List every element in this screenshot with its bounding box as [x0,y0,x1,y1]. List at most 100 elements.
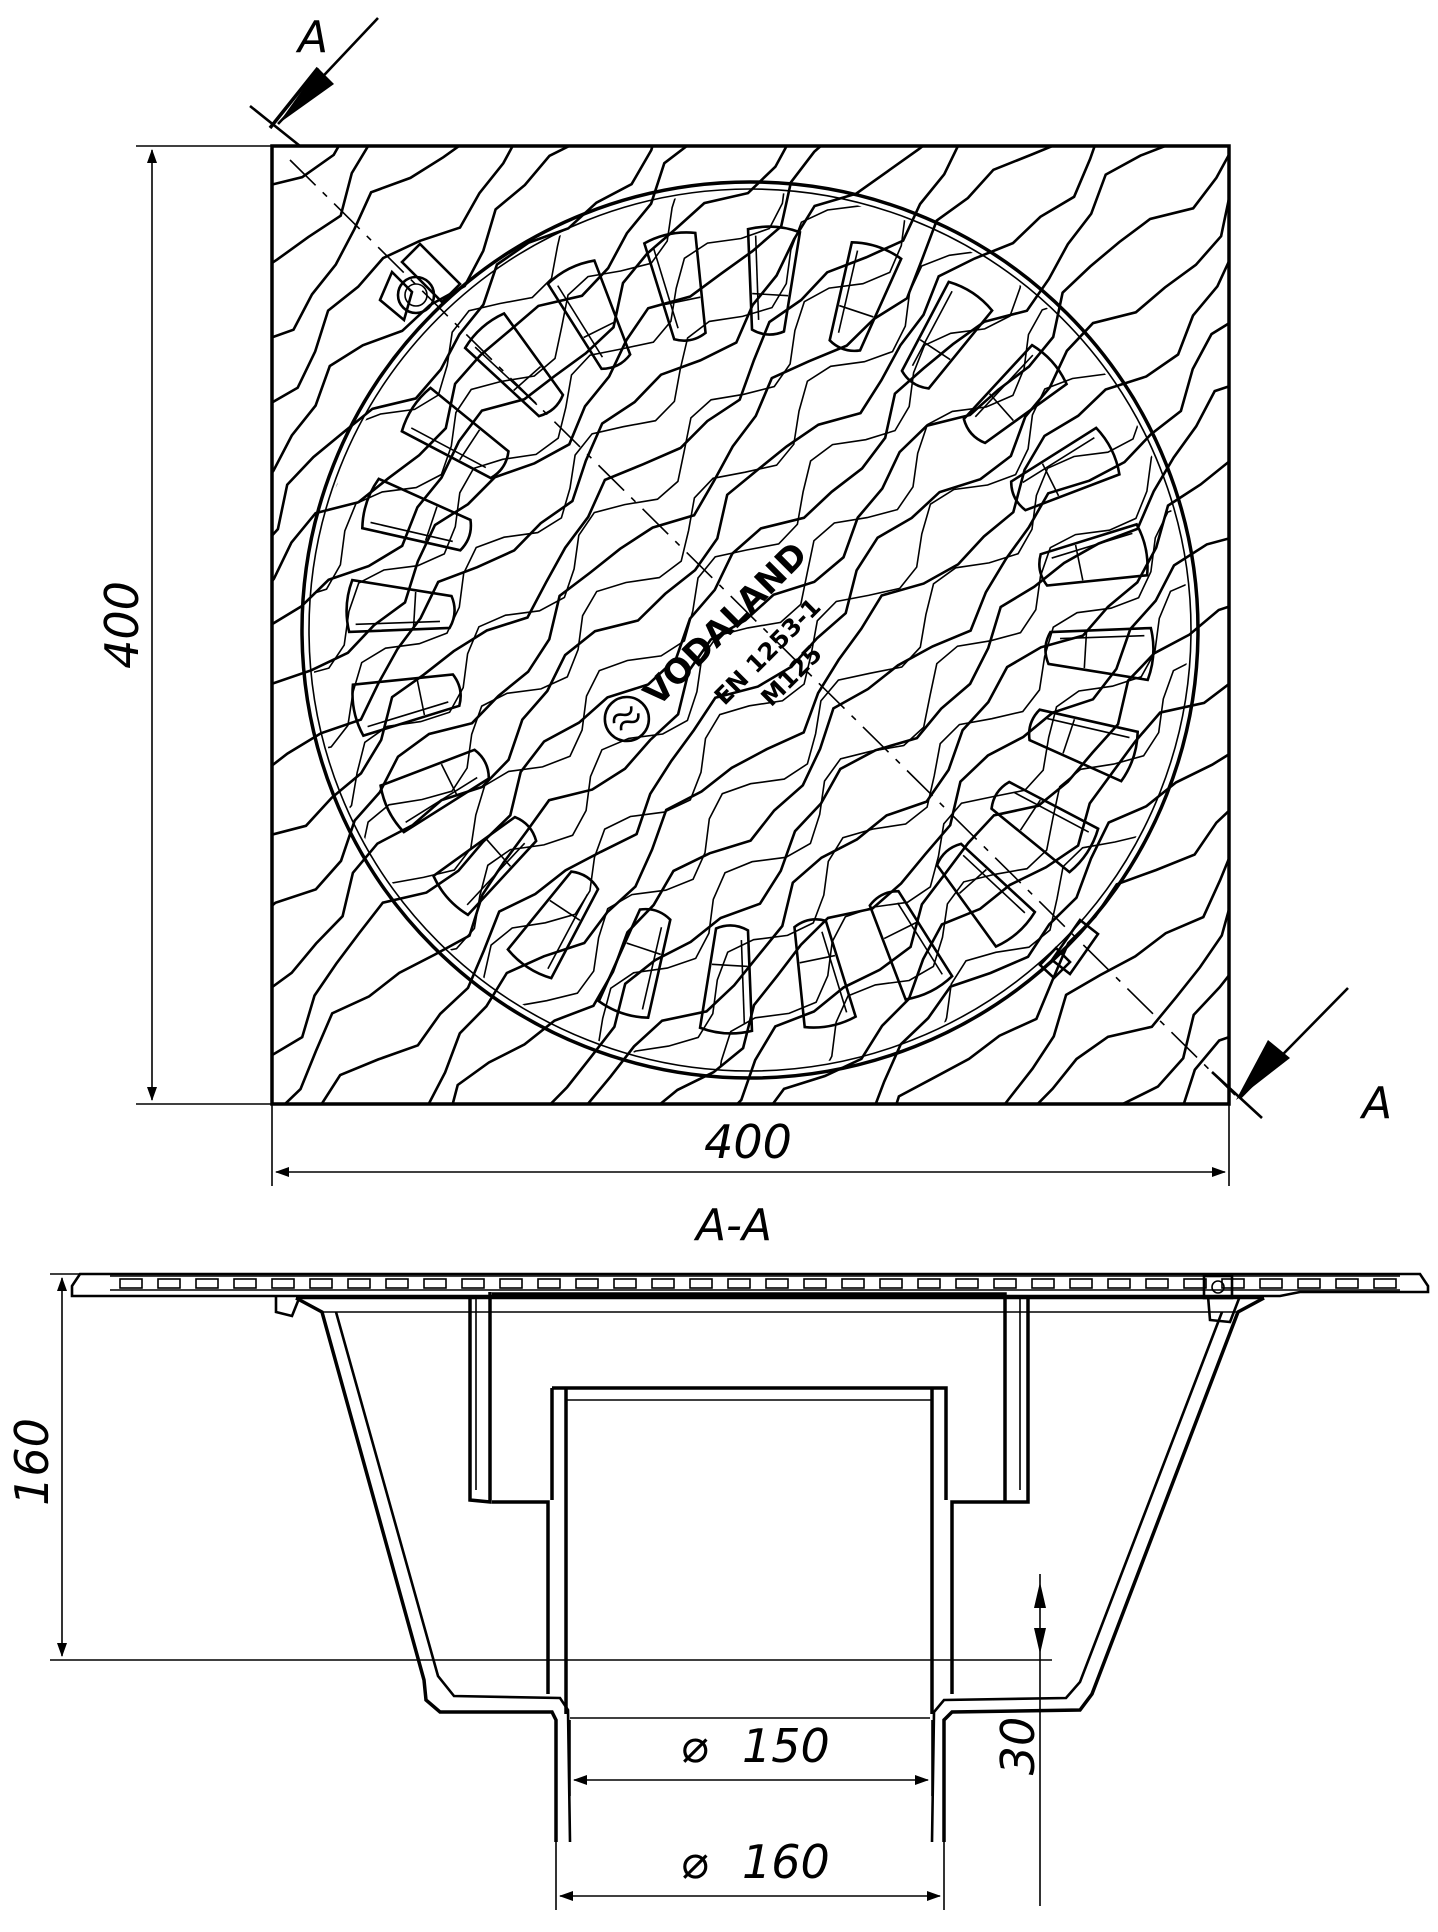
grate-slot [360,477,473,552]
hatch-line [272,146,462,339]
hatch-line [895,808,1229,1104]
plate-bar [423,1278,447,1289]
inner-hatch-line [493,376,1149,1026]
grate-slot [935,842,1037,949]
grate-slot [746,225,802,336]
plate-bar [1297,1278,1321,1289]
inner-diameter-dimension: ⌀ 150 [569,1719,933,1796]
hatch-line [586,459,1229,1104]
inner-hatch-line [370,254,1026,903]
section-grate-plate [70,1272,1430,1324]
hatch-line [1182,1035,1229,1104]
hatch-line [1120,973,1229,1104]
grate-slot [379,748,491,834]
plate-bar [157,1278,181,1289]
grate-slot [546,259,632,371]
hatch-line [771,682,1229,1104]
plate-bar [537,1278,561,1289]
hatch-line [0,0,661,535]
plan-height-label: 400 [95,581,149,669]
plate-bar [1031,1278,1055,1289]
grate-slot [431,815,538,917]
grate-slot [506,870,600,980]
hatch-line [272,146,823,686]
plate-bar [271,1278,295,1289]
hatch-line [0,0,612,486]
section-mark-top: A [295,12,328,63]
section-view: A-A 160 [5,1200,1430,1910]
inner-hatch-line [616,499,1188,1068]
plate-bar [841,1278,865,1289]
lock-lug-bottom-right [1038,918,1100,980]
height-dimension: 400 [95,145,272,1105]
plate-bar [385,1278,409,1289]
plate-bar [119,1278,143,1289]
hatch-line [1003,854,1229,1104]
grate-slot [400,386,510,480]
plate-bar [575,1278,599,1289]
grate-slot [828,240,903,353]
section-arrow-top: A [249,12,379,148]
inner-diameter-symbol: ⌀ [680,1719,708,1773]
hatch-line [658,537,1229,1104]
plate-bar [1107,1278,1131,1289]
inner-hatch-line [312,192,885,763]
plate-bar [613,1278,637,1289]
section-line [289,159,1236,1096]
plate-bar [765,1278,789,1289]
hatch-line [873,743,1438,1823]
hatch-line [451,321,1229,1104]
hatch-line [272,146,1097,989]
plate-bar [803,1278,827,1289]
grate-slot [990,780,1100,874]
hatch-line [755,654,1438,1705]
plate-bar [917,1278,941,1289]
hatch-line [427,258,1229,1104]
section-mark-bottom: A [1359,1078,1392,1129]
hatch-line [735,605,1229,1104]
hatch-line [1035,904,1229,1104]
section-height-label: 160 [5,1418,59,1506]
plate-bar [309,1278,333,1289]
hatch-line [272,146,1056,908]
inner-hatch-line [312,192,780,657]
hatch-line [874,752,1229,1104]
plate-bar [1373,1278,1397,1289]
plate-bar [195,1278,219,1289]
lock-lug-top-left [378,242,462,323]
hatch-line [840,694,1438,1790]
plate-bar [499,1278,523,1289]
plate-bar [1069,1278,1093,1289]
hatch-line [0,0,741,620]
hatch-line [0,0,689,588]
hatch-line [0,0,564,450]
plate-bar [955,1278,979,1289]
drain-body-inner [334,1311,1224,1843]
section-title: A-A [693,1200,772,1251]
grate-slot [793,918,858,1029]
outlet-height-dimension: 30 [991,1574,1046,1906]
grate-slot [597,907,672,1020]
hatch-line [272,146,960,836]
hatch-line [0,0,776,633]
hatch-line [272,146,515,404]
grate-inner-circle [308,188,1192,1072]
grate-slot [1027,708,1140,783]
grate-slot [1009,426,1121,512]
grate-slot [900,280,994,390]
inner-diameter-label: 150 [742,1719,830,1773]
grate-slot [642,231,707,342]
plate-bar [461,1278,485,1289]
width-dimension: 400 [271,1104,1230,1186]
inner-hatch-line [547,423,1188,1068]
odour-trap-sleeve [468,1292,1030,1694]
grate-slot [463,311,565,418]
hatch-line [272,146,341,186]
hatch-line [272,146,689,584]
plate-bar [1259,1278,1283,1289]
grate-slot [868,889,954,1001]
grate-slot [345,578,456,634]
grate-slot [962,343,1069,445]
